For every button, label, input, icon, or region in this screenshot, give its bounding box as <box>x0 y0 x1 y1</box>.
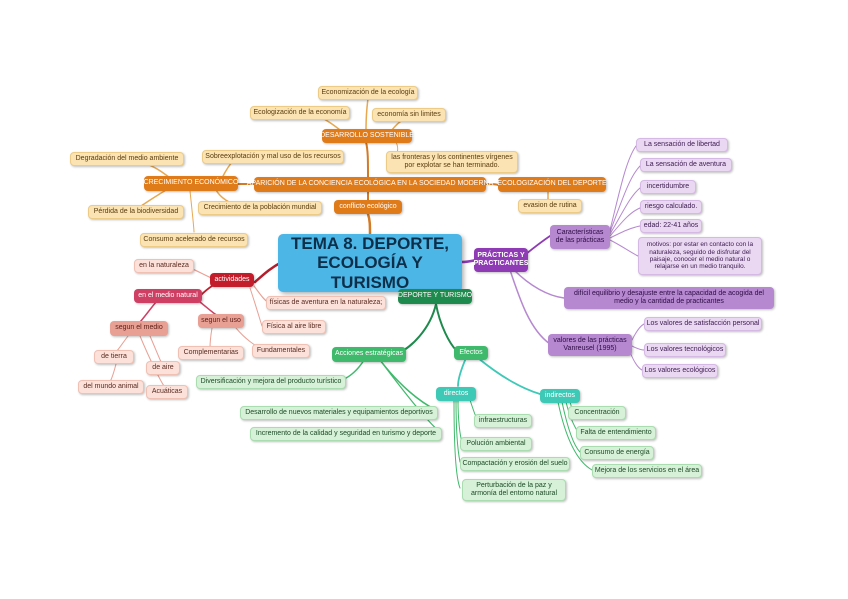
node-desarrollo-sostenible[interactable]: DESARROLLO SOSTENIBLE <box>320 129 414 143</box>
node-sensacion-aventura[interactable]: La sensación de aventura <box>640 158 732 172</box>
node-valores-tecnologicos[interactable]: Los valores tecnológicos <box>644 343 726 357</box>
node-compactacion-erosion[interactable]: Compactación y erosión del suelo <box>460 457 570 471</box>
link-segunuso-complementarias <box>209 327 213 349</box>
node-polucion-ambiental[interactable]: Polución ambiental <box>460 437 532 451</box>
link-caract-edad <box>609 225 641 239</box>
link-directos-perturbacion <box>453 399 461 489</box>
node-nuevos-materiales[interactable]: Desarrollo de nuevos materiales y equipa… <box>240 406 438 420</box>
link-crecimiento-consumo <box>189 190 195 233</box>
node-ecologizacion-economia[interactable]: Ecologización de la economía <box>250 106 350 120</box>
node-economia-sin-limites[interactable]: economía sin limites <box>372 108 446 122</box>
node-crecimiento-economico[interactable]: CRECIMIENTO ECONÓMICO <box>144 176 238 191</box>
link-actividades-aire <box>249 287 263 327</box>
link-central-conflicto <box>366 212 372 238</box>
node-sensacion-libertad[interactable]: La sensación de libertad <box>636 138 728 152</box>
node-perturbacion-paz[interactable]: Perturbación de la paz y armonía del ent… <box>462 479 566 501</box>
node-en-la-naturaleza[interactable]: en la naturaleza <box>134 259 194 273</box>
link-medio-segunmedio <box>139 301 157 323</box>
node-fundamentales[interactable]: Fundamentales <box>252 344 310 358</box>
link-segunmedio-aire <box>149 335 163 365</box>
node-del-mundo-animal[interactable]: del mundo animal <box>78 380 144 394</box>
node-de-tierra[interactable]: de tierra <box>94 350 134 364</box>
node-consumo-energia[interactable]: Consumo de energía <box>580 446 654 460</box>
node-practicas-practicantes[interactable]: PRÁCTICAS Y PRACTICANTES <box>474 248 528 272</box>
link-desarrollo-economizacion <box>365 97 369 131</box>
node-actividades[interactable]: actividades <box>210 273 254 287</box>
node-valores-practicas[interactable]: valores de las prácticas Vanreusel (1995… <box>548 334 632 356</box>
link-caract-riesgo <box>609 207 641 237</box>
link-efectos-directos <box>457 357 467 387</box>
link-caract-incertidumbre <box>609 187 641 235</box>
node-sobreexplotacion[interactable]: Sobreexplotación y mal uso de los recurs… <box>202 150 344 164</box>
link-valores-tecnologicos <box>631 345 645 351</box>
node-de-aire[interactable]: de aire <box>146 361 180 375</box>
node-infraestructuras[interactable]: infraestructuras <box>474 414 532 428</box>
link-deporte-acciones <box>399 303 437 353</box>
node-economizacion-ecologia[interactable]: Economización de la ecología <box>318 86 418 100</box>
link-directos-polucion <box>457 399 463 443</box>
node-aparicion-conciencia-ecologica[interactable]: APARICIÓN DE LA CONCIENCIA ECOLÓGICA EN … <box>247 177 493 192</box>
link-deporte-efectos <box>435 303 457 351</box>
node-diversificacion[interactable]: Diversificación y mejora del producto tu… <box>196 375 346 389</box>
node-acuaticas[interactable]: Acuáticas <box>146 385 188 399</box>
node-acciones-estrategicas[interactable]: Acciones estratégicas <box>332 347 406 362</box>
link-valores-ecologicos <box>629 351 643 371</box>
link-caract-motivos <box>609 239 639 257</box>
link-acciones-diversificacion <box>345 359 365 379</box>
node-caracteristicas-practicas[interactable]: Características de las prácticas <box>550 225 610 249</box>
node-crecimiento-poblacion[interactable]: Crecimiento de la población mundial <box>198 201 322 215</box>
link-caract-aventura <box>609 165 641 233</box>
node-directos[interactable]: directos <box>436 387 476 401</box>
node-fronteras-continentes[interactable]: las fronteras y los continentes vírgenes… <box>386 151 518 173</box>
node-valores-satisfaccion[interactable]: Los valores de satisfacción personal <box>644 317 762 331</box>
link-efectos-indirectos <box>477 357 541 395</box>
node-riesgo-calculado[interactable]: riesgo calculado. <box>640 200 702 214</box>
node-deporte-turismo[interactable]: DEPORTE Y TURISMO <box>398 289 472 304</box>
central-topic[interactable]: TEMA 8. DEPORTE, ECOLOGÍA Y TURISMO <box>278 234 462 292</box>
node-complementarias[interactable]: Complementarias <box>178 346 244 360</box>
node-fisicas-aventura[interactable]: físicas de aventura en la naturaleza; <box>266 296 386 310</box>
node-mejora-servicios[interactable]: Mejora de los servicios en el área <box>592 464 702 478</box>
link-indirectos-energia <box>561 401 581 453</box>
link-aparicion-ecologizacion <box>485 183 499 186</box>
node-valores-ecologicos[interactable]: Los valores ecológicos <box>642 364 718 378</box>
link-valores-satisfaccion <box>631 323 645 341</box>
node-calidad-seguridad[interactable]: Incremento de la calidad y seguridad en … <box>250 427 442 441</box>
node-fisica-aire-libre[interactable]: Física al aire libre <box>262 320 326 334</box>
link-practicas-equilibrio <box>513 269 565 299</box>
node-dificil-equilibrio[interactable]: difícil equilibrio y desajuste entre la … <box>564 287 774 309</box>
link-acciones-materiales <box>379 359 437 411</box>
node-evasion-rutina[interactable]: evasion de rutina <box>518 199 582 213</box>
node-falta-entendimiento[interactable]: Falta de entendimiento <box>576 426 656 440</box>
node-degradacion-medio-ambiente[interactable]: Degradación del medio ambiente <box>70 152 184 166</box>
node-consumo-recursos[interactable]: Consumo acelerado de recursos <box>140 233 248 247</box>
node-conflicto-ecologico[interactable]: conflicto ecológico <box>334 200 402 214</box>
node-en-el-medio-natural[interactable]: en el medio natural <box>134 289 202 303</box>
node-motivos[interactable]: motivos: por estar en contacto con la na… <box>638 237 762 275</box>
link-indirectos-servicios <box>557 401 593 471</box>
node-ecologizacion-deporte[interactable]: ECOLOGIZACIÓN DEL DEPORTE <box>497 177 607 192</box>
node-segun-el-medio[interactable]: segun el medio <box>110 321 168 336</box>
node-segun-el-uso[interactable]: segun el uso <box>198 314 244 328</box>
node-concentracion[interactable]: Concentración <box>568 406 626 420</box>
node-perdida-biodiversidad[interactable]: Pérdida de la biodiversidad <box>88 205 184 219</box>
node-indirectos[interactable]: indirectos <box>540 389 580 403</box>
link-practicas-valores <box>509 269 551 345</box>
node-efectos[interactable]: Efectos <box>454 346 488 360</box>
link-practicas-caracteristicas <box>525 235 551 255</box>
link-directos-compactacion <box>455 399 461 463</box>
link-caract-libertad <box>609 145 637 231</box>
node-edad[interactable]: edad: 22-41 años <box>640 219 702 233</box>
link-aparicion-desarrollo <box>365 141 369 179</box>
node-incertidumbre[interactable]: incertidumbre <box>640 180 696 194</box>
